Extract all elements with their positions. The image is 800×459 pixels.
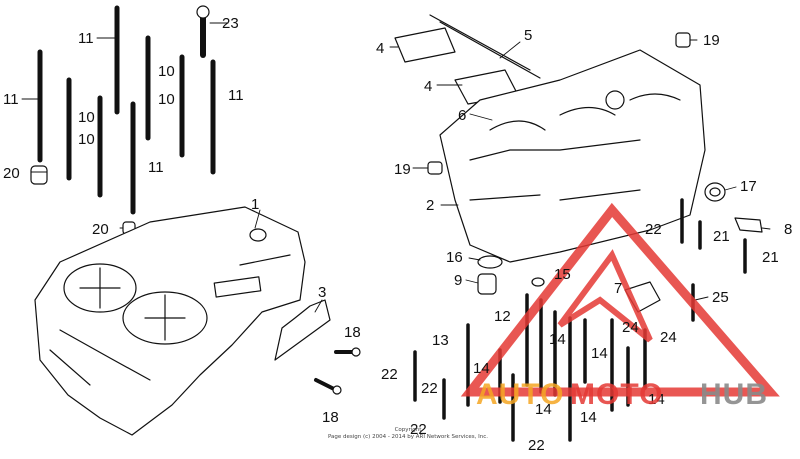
callout-16: 16	[446, 249, 463, 266]
screen-16	[477, 255, 503, 269]
callout-10: 10	[78, 131, 95, 148]
oil-seal-17	[704, 182, 726, 202]
callout-10: 10	[158, 63, 175, 80]
dowel-19-left	[427, 161, 443, 175]
callout-14: 14	[580, 409, 597, 426]
watermark-text-moto: MOTO	[570, 378, 664, 411]
dowel-19-top	[675, 32, 691, 48]
callout-4: 4	[424, 78, 433, 95]
callout-4: 4	[376, 40, 385, 57]
callout-12: 12	[494, 308, 511, 325]
watermark-logo	[460, 202, 780, 397]
callout-24: 24	[622, 319, 639, 336]
callout-21: 21	[762, 249, 779, 266]
callout-21: 21	[713, 228, 730, 245]
stud-bolts-left	[37, 5, 216, 215]
callout-10: 10	[158, 91, 175, 108]
callout-5: 5	[524, 27, 533, 44]
callout-18: 18	[344, 324, 361, 341]
callout-17: 17	[740, 178, 757, 195]
washer-15	[531, 277, 545, 287]
callout-19: 19	[394, 161, 411, 178]
callout-20: 20	[92, 221, 109, 238]
watermark-text-auto: AUTO	[476, 378, 565, 411]
callout-14: 14	[549, 331, 566, 348]
callout-19: 19	[703, 32, 720, 49]
copyright-notice: Copyright Page design (c) 2004 - 2014 by…	[318, 427, 498, 441]
callout-22: 22	[381, 366, 398, 383]
callout-8: 8	[784, 221, 793, 238]
callout-22: 22	[528, 437, 545, 454]
callout-23: 23	[222, 15, 239, 32]
callout-24: 24	[660, 329, 677, 346]
callout-7: 7	[614, 280, 623, 297]
callout-14: 14	[535, 401, 552, 418]
bracket-8	[734, 217, 763, 233]
callout-15: 15	[554, 266, 571, 283]
gasket-3	[274, 299, 331, 361]
callout-10: 10	[78, 109, 95, 126]
lower-crankcase	[439, 49, 706, 263]
callout-13: 13	[432, 332, 449, 349]
upper-crankcase	[34, 206, 306, 436]
callout-14: 14	[648, 391, 665, 408]
callout-22: 22	[421, 380, 438, 397]
dowel-pin-20-left	[30, 165, 48, 185]
callout-11: 11	[3, 91, 19, 108]
copyright-line1: Copyright	[394, 427, 422, 433]
callout-14: 14	[591, 345, 608, 362]
callout-18: 18	[322, 409, 339, 426]
callout-22: 22	[645, 221, 662, 238]
callout-11: 11	[228, 87, 244, 104]
copyright-line2: Page design (c) 2004 - 2014 by ARI Netwo…	[327, 434, 489, 441]
callout-14: 14	[473, 360, 490, 377]
callout-9: 9	[454, 272, 463, 289]
callout-22: 22	[410, 421, 427, 438]
bolts-right	[413, 198, 747, 442]
callout-6: 6	[458, 107, 467, 124]
callout-11: 11	[78, 30, 94, 47]
callout-1: 1	[251, 196, 260, 213]
watermark-text-hub: HUB	[700, 378, 768, 411]
callout-20: 20	[3, 165, 20, 182]
bolts-18	[314, 347, 361, 395]
callout-25: 25	[712, 289, 729, 306]
callout-11: 11	[148, 159, 164, 176]
leader-lines	[21, 22, 771, 313]
callout-3: 3	[318, 284, 327, 301]
callout-2: 2	[426, 197, 435, 214]
drain-plug-9	[477, 273, 497, 295]
